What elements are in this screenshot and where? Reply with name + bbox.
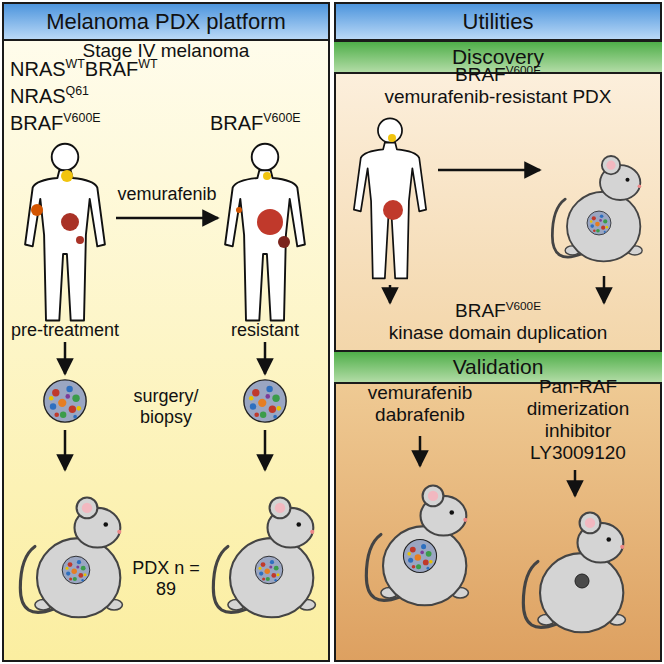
label-text: PDX n = 89 (132, 558, 200, 599)
label-text: vemurafenib (117, 184, 216, 204)
label-text: NRAS (10, 58, 66, 80)
text-label: NRASWTBRAFWT (10, 58, 230, 81)
text-label: BRAFV600E (210, 112, 328, 135)
label-text: BRAF (210, 112, 263, 134)
label-text: BRAF (455, 300, 506, 321)
superscript: V600E (63, 111, 100, 125)
text-label: BRAFV600E (10, 112, 230, 135)
superscript: V600E (506, 299, 541, 312)
label-text: resistant (231, 320, 299, 340)
left-ground (2, 2, 330, 662)
superscript: V600E (506, 63, 541, 76)
label-text: BRAF (455, 64, 506, 85)
superscript: WT (66, 57, 85, 71)
label-text: Stage IV melanoma (83, 40, 250, 61)
label-text: NRAS (10, 85, 66, 107)
text-label: resistant (205, 320, 325, 341)
text-label: PDX n = 89 (128, 558, 204, 599)
label-text: pre-treatment (11, 320, 119, 340)
text-label: BRAFV600E vemurafenib-resistant PDX (340, 64, 656, 108)
text-label: Pan-RAF dimerization inhibitor LY3009120 (498, 376, 658, 463)
label-text: vemurafenib-resistant PDX (340, 86, 656, 108)
text-label: BRAFV600E kinase domain duplication (348, 300, 648, 344)
superscript: Q61 (66, 84, 89, 98)
text-label: surgery/ biopsy (116, 386, 216, 427)
text-label: pre-treatment (2, 320, 128, 341)
text-label: vemurafenib dabrafenib (350, 382, 490, 426)
validation-ground (334, 350, 662, 662)
text-label: vemurafenib (107, 184, 227, 205)
text-label: NRASQ61 (10, 85, 230, 108)
label-text: vemurafenib dabrafenib (368, 382, 473, 425)
label-text: BRAF (85, 58, 138, 80)
discovery-ground (334, 40, 662, 350)
panel-heading: Melanoma PDX platform (4, 4, 328, 41)
label-text: kinase domain duplication (348, 322, 648, 344)
superscript: V600E (263, 111, 300, 125)
label-text: Pan-RAF dimerization inhibitor LY3009120 (527, 376, 629, 463)
superscript: WT (138, 57, 157, 71)
label-text: BRAF (10, 112, 63, 134)
panel-heading: Utilities (336, 4, 660, 41)
label-text: surgery/ biopsy (133, 386, 198, 427)
